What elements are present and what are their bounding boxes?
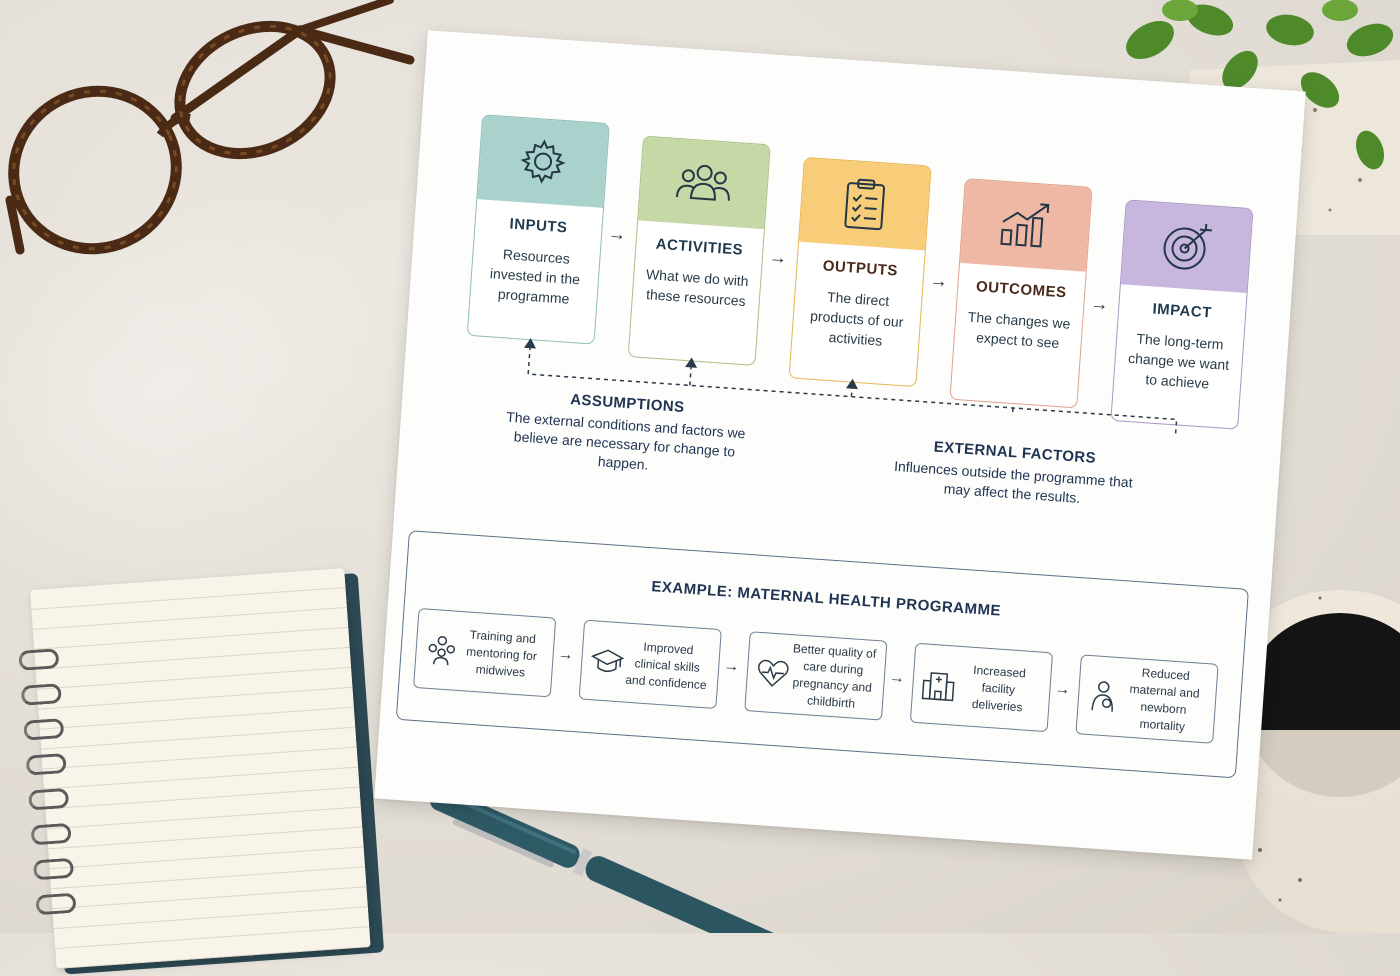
graduation-cap-icon [590, 649, 625, 673]
logic-model-sheet: INPUTS Resources invested in the program… [374, 30, 1306, 860]
mother-baby-icon [1091, 681, 1113, 712]
stage-card-header [959, 179, 1092, 272]
example-step: Better quality of care during pregnancy … [744, 631, 888, 721]
example-step: Training and mentoring for midwives [413, 608, 557, 698]
spiral-ring [20, 683, 62, 706]
example-step-text: Better quality of care during pregnancy … [792, 641, 877, 711]
spiral-ring [30, 822, 72, 846]
gear-icon [520, 139, 566, 184]
spiral-ring [35, 892, 77, 916]
flow-arrow: → [888, 668, 906, 688]
example-panel: EXAMPLE: MATERNAL HEALTH PROGRAMME Train… [395, 530, 1249, 779]
example-step-text: Training and mentoring for midwives [465, 627, 538, 680]
example-step-text: Increased facility deliveries [971, 662, 1027, 714]
group-training-icon [428, 635, 456, 666]
spiral-ring [27, 787, 70, 811]
target-icon [1163, 223, 1212, 270]
flow-arrow: → [557, 645, 575, 664]
hospital-icon [921, 672, 955, 702]
notebook-page [30, 568, 371, 970]
example-step-text: Reduced maternal and newborn mortality [1129, 665, 1201, 734]
example-step: Reduced maternal and newborn mortality [1075, 654, 1219, 744]
example-step-text: Improved clinical skills and confidence [624, 639, 708, 692]
people-icon [675, 164, 730, 201]
heart-pulse-icon [757, 659, 789, 687]
notebook [18, 567, 386, 975]
pen [410, 782, 790, 933]
eyeglasses [5, 0, 415, 255]
stage-card-header [799, 157, 931, 251]
stage-card-inputs: INPUTS Resources invested in the program… [466, 114, 610, 345]
spiral-ring [23, 718, 65, 741]
stage-card-impact: IMPACT The long-term change we want to a… [1110, 199, 1254, 430]
spiral-ring [32, 857, 75, 881]
flow-arrow: → [722, 657, 740, 676]
flow-arrow: → [1053, 680, 1072, 699]
dashed-feedback-connectors [524, 338, 1178, 436]
example-step: Improved clinical skills and confidence [578, 619, 722, 710]
stage-card-header [1120, 200, 1253, 293]
assumptions-note: ASSUMPTIONS The external conditions and … [498, 386, 753, 481]
stage-card-outputs: OUTPUTS The direct products of our activ… [788, 156, 932, 388]
stage-card-activities: ACTIVITIES What we do with these resourc… [627, 135, 771, 366]
stage-card-header [477, 115, 609, 208]
spiral-ring [18, 648, 60, 671]
coffee-cup [1220, 590, 1400, 933]
example-step: Increased facility deliveries [909, 642, 1054, 733]
spiral-ring [25, 752, 67, 776]
clipboard-checklist-icon [844, 178, 886, 231]
assumptions-text: The external conditions and factors we b… [505, 408, 746, 473]
stage-card-outcomes: OUTCOMES The changes we expect to see [949, 178, 1093, 409]
stage-card-header [638, 136, 770, 230]
bar-chart-trend-icon [1000, 203, 1050, 248]
